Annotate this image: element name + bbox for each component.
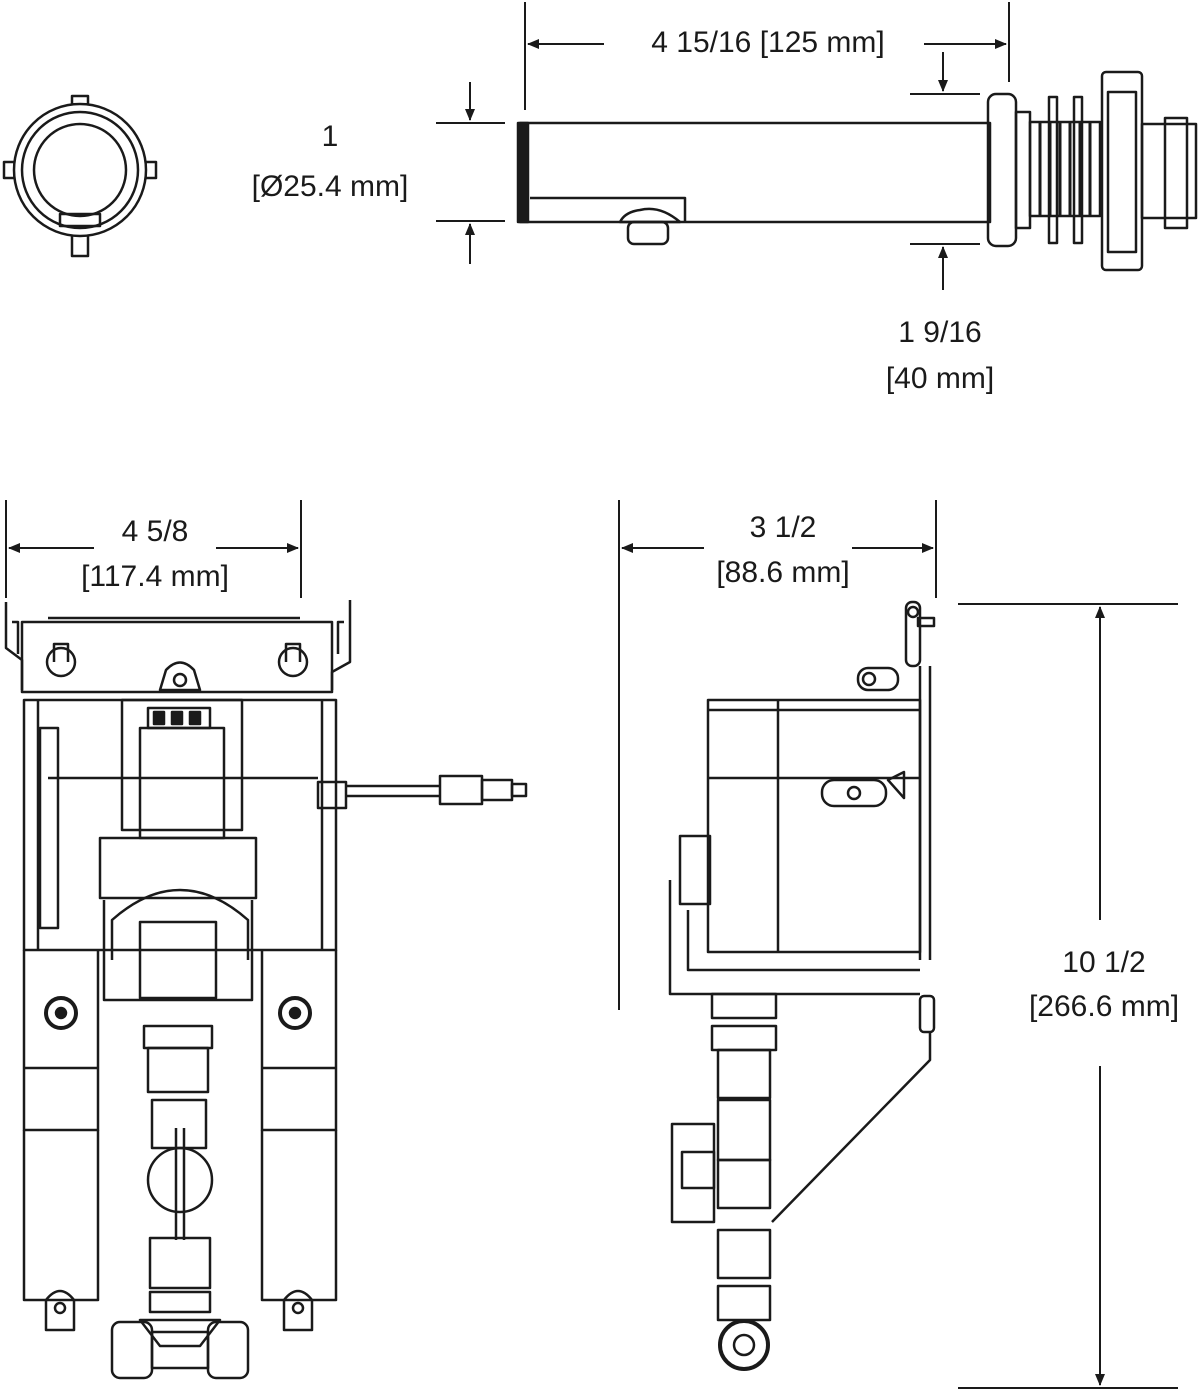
box-height-metric: [266.6 mm]	[1029, 990, 1179, 1023]
valve-box-side-view	[668, 600, 936, 1371]
box-width-metric: [117.4 mm]	[81, 560, 229, 593]
spout-height-imperial: 1 9/16	[898, 316, 981, 349]
spout-diameter-metric: [Ø25.4 mm]	[252, 170, 409, 203]
valve-box-front-view	[4, 600, 528, 1380]
box-width-imperial: 4 5/8	[122, 515, 189, 548]
spout-length-label: 4 15/16 [125 mm]	[651, 26, 884, 59]
box-depth-metric: [88.6 mm]	[716, 556, 849, 589]
dimension-lines	[5, 2, 1178, 1389]
box-depth-imperial: 3 1/2	[750, 511, 817, 544]
spout-side-view	[516, 70, 1198, 272]
spout-end-view	[2, 94, 158, 258]
spout-height-metric: [40 mm]	[886, 362, 994, 395]
spout-diameter-imperial: 1	[322, 120, 339, 153]
box-height-imperial: 10 1/2	[1062, 946, 1145, 979]
